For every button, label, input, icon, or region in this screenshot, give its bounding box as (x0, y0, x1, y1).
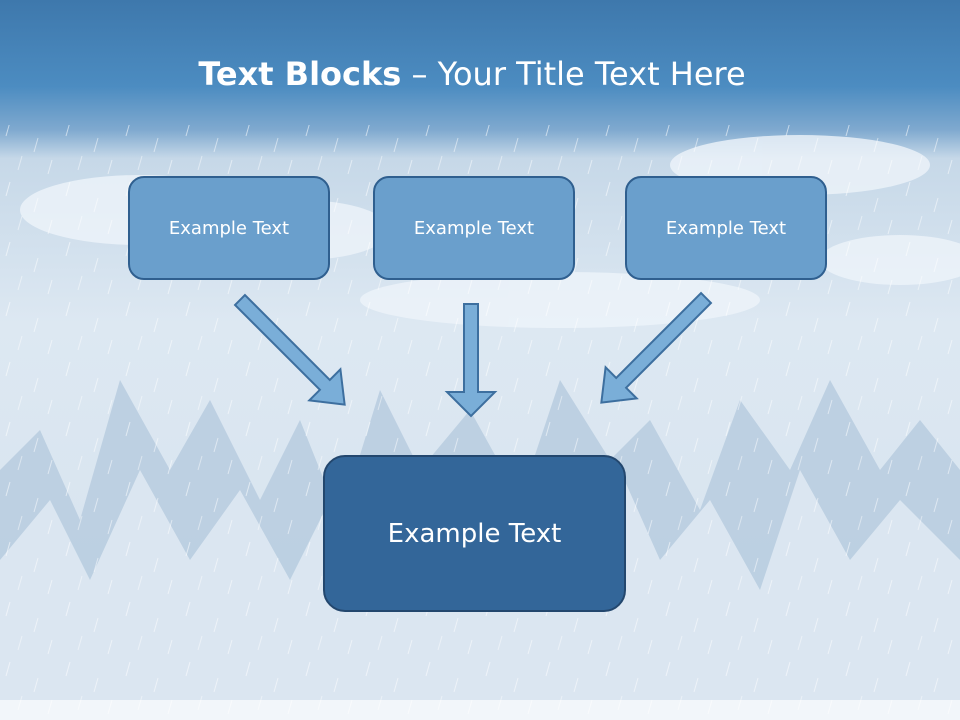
title-rest: Your Title Text Here (437, 55, 746, 93)
text-block-2[interactable]: Example Text (373, 176, 575, 280)
text-block-1[interactable]: Example Text (128, 176, 330, 280)
text-block-label: Example Text (168, 217, 290, 239)
slide-title: Text Blocks – Your Title Text Here (0, 52, 944, 96)
arrow-down-left-icon (600, 291, 713, 404)
main-text-block[interactable]: Example Text (323, 455, 626, 612)
text-block-3[interactable]: Example Text (625, 176, 827, 280)
title-dash: – (411, 55, 428, 93)
arrow-down-icon (444, 303, 498, 418)
arrow-down-right-icon (233, 293, 346, 406)
text-block-label: Example Text (413, 217, 535, 239)
title-bold-part: Text Blocks (198, 55, 402, 93)
main-text-block-label: Example Text (387, 518, 562, 549)
text-block-label: Example Text (665, 217, 787, 239)
